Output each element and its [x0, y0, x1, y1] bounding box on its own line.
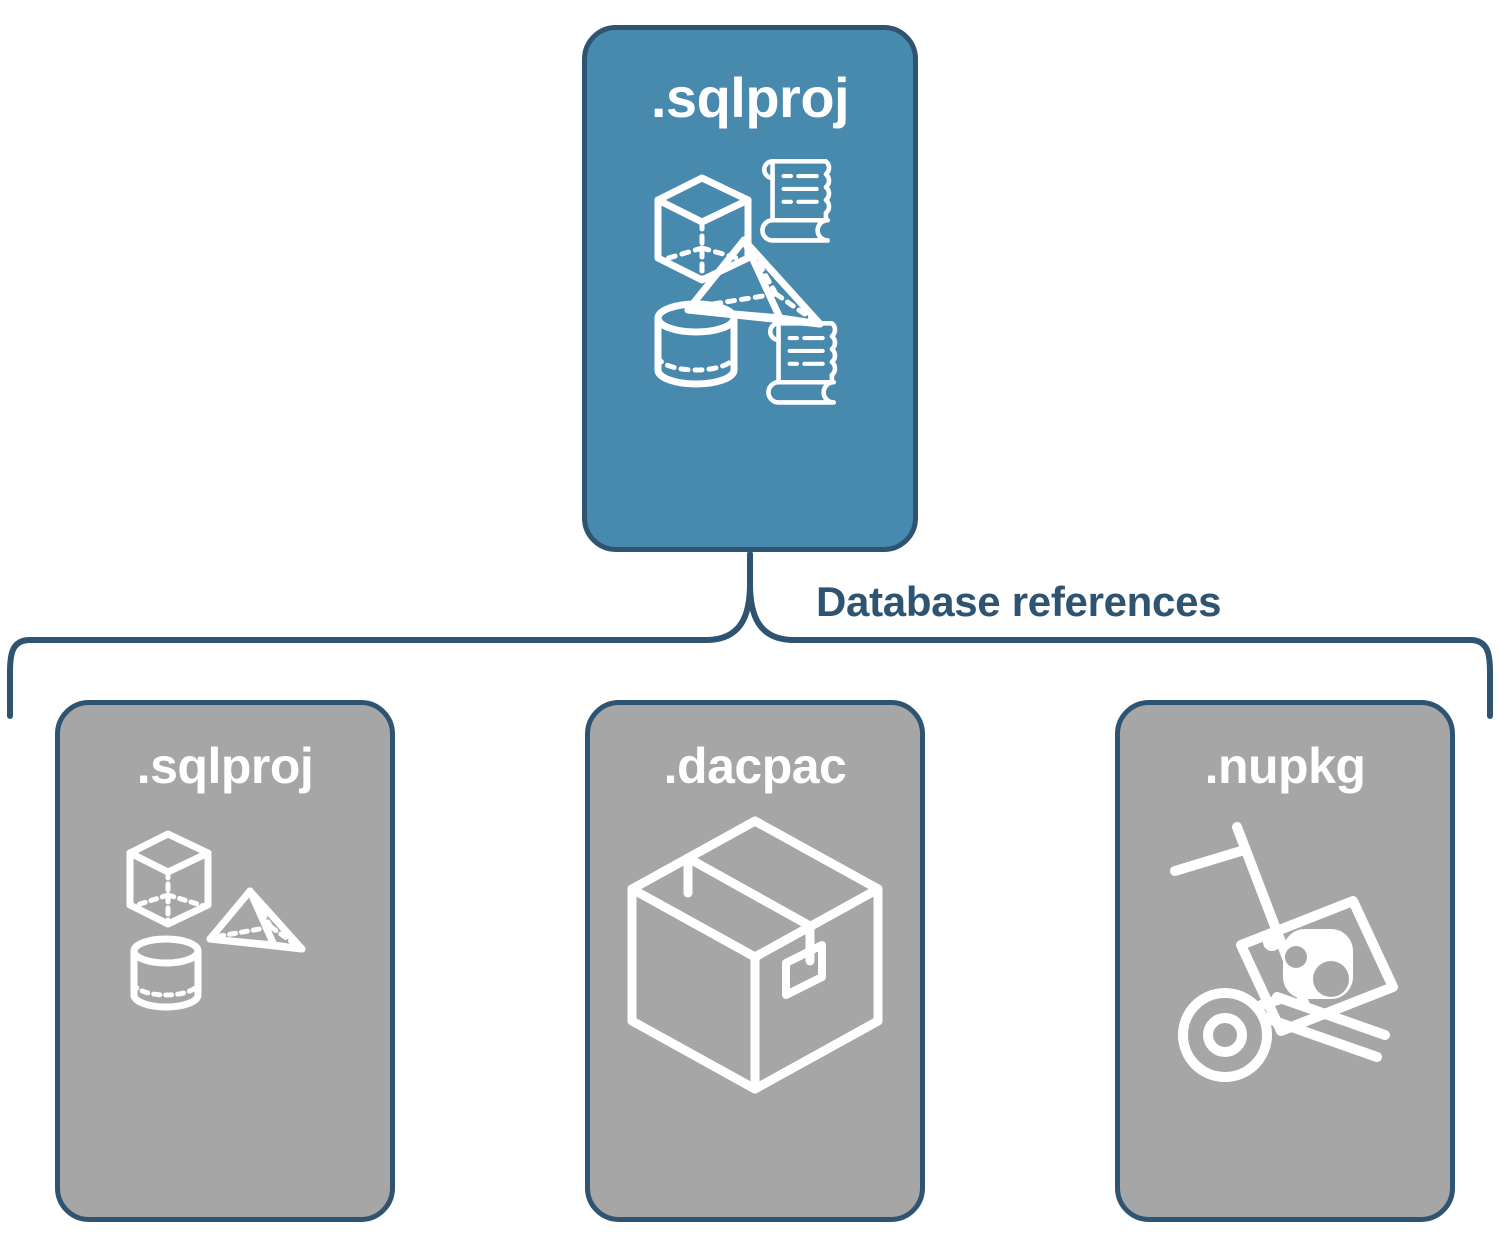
node-sqlproj-reference-label: .sqlproj	[136, 738, 314, 794]
hand-truck-package-icon	[1170, 822, 1398, 1082]
node-sqlproj-root-label: .sqlproj	[650, 66, 850, 129]
package-box-icon-wrap	[610, 803, 900, 1103]
cube-icon	[126, 830, 212, 928]
node-nupkg[interactable]: .nupkg	[1115, 700, 1455, 1222]
pyramid-icon	[206, 887, 306, 953]
node-sqlproj-root[interactable]: .sqlproj	[582, 25, 918, 552]
database-objects-icon-group	[640, 148, 860, 418]
cylinder-icon	[130, 935, 202, 1011]
database-references-label: Database references	[816, 578, 1222, 625]
package-box-icon	[627, 816, 883, 1094]
script-scroll-icon-top	[760, 159, 832, 243]
cube-icon	[654, 174, 752, 284]
cylinder-icon	[654, 300, 738, 388]
bracket-left-path	[7, 551, 753, 719]
node-sqlproj-reference[interactable]: .sqlproj	[55, 700, 395, 1222]
database-objects-icon-group-small	[110, 813, 340, 1043]
node-nupkg-label: .nupkg	[1204, 738, 1366, 794]
node-dacpac-label: .dacpac	[663, 738, 847, 794]
script-scroll-icon-bottom	[766, 321, 838, 405]
hand-truck-package-icon-wrap	[1145, 809, 1425, 1089]
pyramid-icon	[684, 236, 824, 328]
node-dacpac[interactable]: .dacpac	[585, 700, 925, 1222]
